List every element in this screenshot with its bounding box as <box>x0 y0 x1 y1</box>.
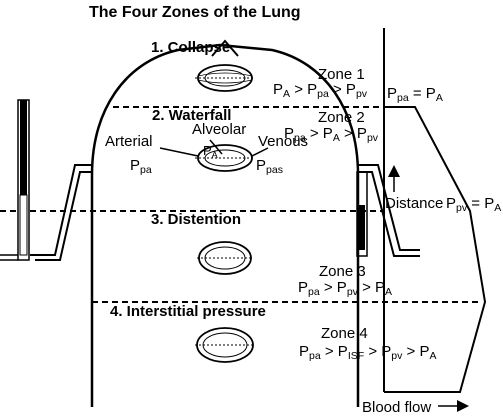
distance-label: Distance <box>385 195 444 212</box>
venous-tube <box>358 164 420 251</box>
arterial-label: Arterial <box>105 133 153 150</box>
alveolar-label: Alveolar <box>192 121 247 138</box>
zone-4-relation: Ppa > PISF > Ppv > PA <box>299 343 437 362</box>
page-title: The Four Zones of the Lung <box>89 4 301 21</box>
apex-notch <box>211 39 239 57</box>
zone-1-relation: PA > Ppa > Ppv <box>273 81 368 100</box>
ppv-equals-pa-label: Ppv = PA <box>446 195 502 214</box>
ppa-equals-pa-label: Ppa = PA <box>387 85 443 104</box>
zone-2-label: Zone 2 <box>318 109 365 126</box>
arterial-tube <box>30 164 92 256</box>
zone-1-label: Zone 1 <box>318 66 365 83</box>
blood-flow-label: Blood flow <box>362 399 432 416</box>
venous-manometer <box>356 171 368 257</box>
zone-4-label: Zone 4 <box>321 325 368 342</box>
zone-2-relation: Ppa > PA > Ppv <box>284 125 379 144</box>
zone-4-heading: 4. Interstitial pressure <box>110 303 266 320</box>
ppa-label: Ppa <box>130 157 152 176</box>
zone-3-heading: 3. Distention <box>151 211 242 228</box>
pa-alveolar-label: PA <box>203 143 218 160</box>
vessel-zone-3 <box>197 241 253 275</box>
vessel-zone-4 <box>195 327 255 363</box>
lung-outline <box>90 43 360 407</box>
ppas-label: Ppas <box>256 157 283 176</box>
zone-3-relation: Ppa > Ppv > PA <box>298 279 393 298</box>
vessel-zone-1 <box>195 64 255 92</box>
zone-3-label: Zone 3 <box>319 263 366 280</box>
zone-1-heading: 1. Collapse <box>151 39 231 56</box>
zone-2-heading: 2. Waterfall <box>152 107 232 124</box>
vessel-zone-2 <box>159 139 269 172</box>
blood-flow-curve <box>384 106 487 393</box>
venous-label: Venous <box>258 133 309 150</box>
